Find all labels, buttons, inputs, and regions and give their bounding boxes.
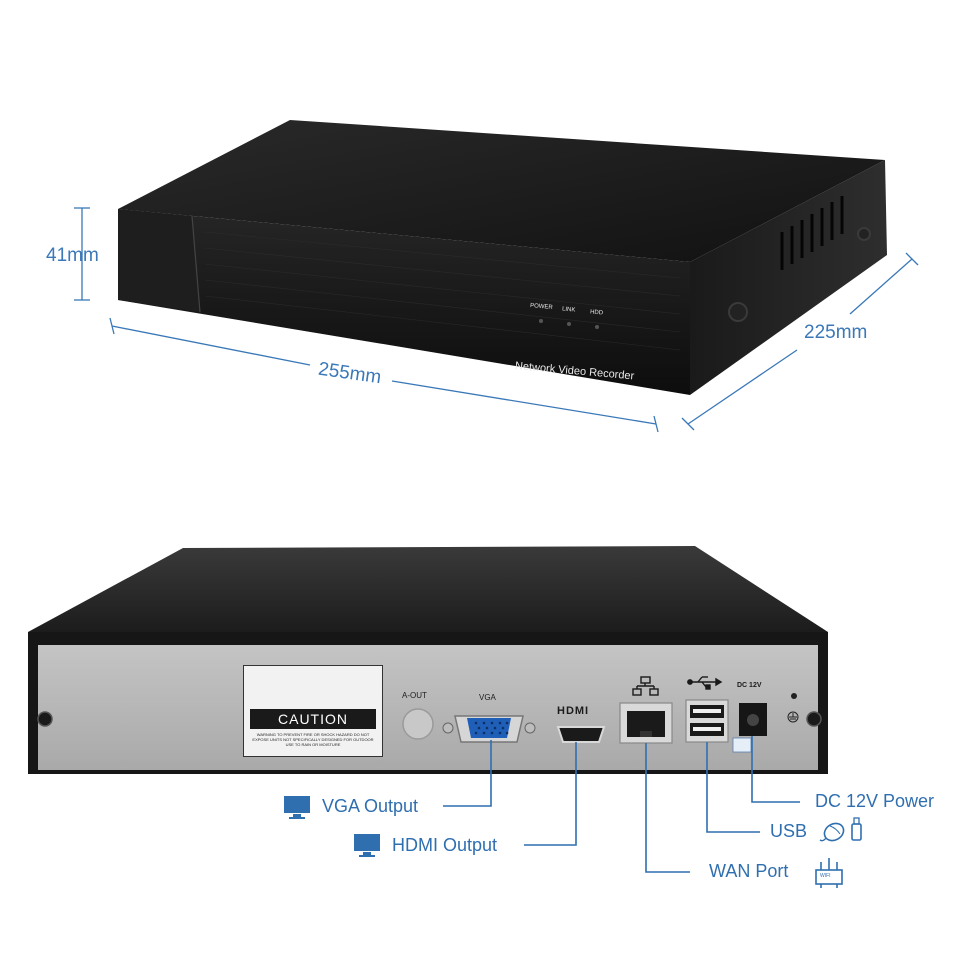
aout-label: A-OUT — [402, 691, 427, 700]
rear-screw-left — [37, 711, 53, 727]
mouse-icon — [819, 822, 845, 842]
monitor-icon — [284, 796, 310, 819]
dc-leader — [751, 736, 800, 803]
led-hdd — [595, 325, 599, 329]
network-icon — [632, 676, 659, 696]
router-icon — [815, 858, 843, 888]
dimension-lines — [74, 207, 919, 433]
width-dim-line-b — [391, 380, 657, 425]
side-screw-front — [728, 302, 748, 322]
wan-leader — [645, 743, 690, 873]
vga-port — [467, 718, 511, 738]
chassis-top — [118, 120, 885, 262]
side-vents — [780, 196, 844, 270]
caution-label: CAUTION WARNING TO PREVENT FIRE OR SHOCK… — [243, 665, 383, 757]
cert-sticker — [732, 737, 752, 753]
height-label: 41mm — [46, 245, 99, 266]
caution-text: WARNING TO PREVENT FIRE OR SHOCK HAZARD … — [252, 732, 374, 747]
depth-label: 225mm — [804, 322, 868, 343]
monitor-icon — [354, 834, 380, 857]
cap-seam — [191, 215, 201, 313]
usb-drive-icon — [851, 817, 862, 841]
depth-dim-line-a — [687, 349, 798, 425]
led-link — [567, 322, 571, 326]
rear-screw-right — [806, 711, 822, 727]
aout-jack — [402, 708, 434, 740]
usb-leader — [706, 742, 760, 833]
rear-chassis-top — [28, 546, 828, 632]
dc-power-callout: DC 12V Power — [815, 791, 935, 811]
ground-icon — [787, 711, 799, 723]
wan-port-callout: WAN Port — [709, 861, 789, 881]
hdmi-leader — [524, 742, 577, 846]
hdmi-output-callout: HDMI Output — [392, 835, 498, 855]
hdmi-port — [556, 726, 606, 743]
dc-label: DC 12V — [737, 682, 762, 689]
wifi-badge: WIFI — [820, 873, 831, 879]
chassis-side — [690, 160, 887, 395]
led-link-label: LINK — [561, 306, 576, 314]
vga-output-callout: VGA Output — [322, 796, 419, 816]
caution-title: CAUTION — [250, 709, 376, 729]
usb-callout: USB — [770, 821, 808, 841]
hdmi-logo: HDMI — [557, 705, 590, 717]
led-hdd-label: HDD — [589, 309, 604, 317]
vga-leader — [443, 740, 492, 807]
indicator-dot — [791, 693, 797, 699]
usb-icon — [687, 676, 723, 690]
side-screw-back — [857, 227, 871, 241]
callout-leaders — [443, 736, 800, 873]
depth-dim-line-b — [849, 258, 913, 315]
width-dim-line-a — [111, 325, 311, 366]
nvr-rear-view — [28, 546, 828, 774]
brushed-texture — [204, 231, 681, 351]
front-left-cap — [118, 209, 200, 312]
nvr-front-view — [118, 120, 887, 395]
led-power — [539, 319, 543, 323]
vga-label: VGA — [479, 693, 496, 702]
